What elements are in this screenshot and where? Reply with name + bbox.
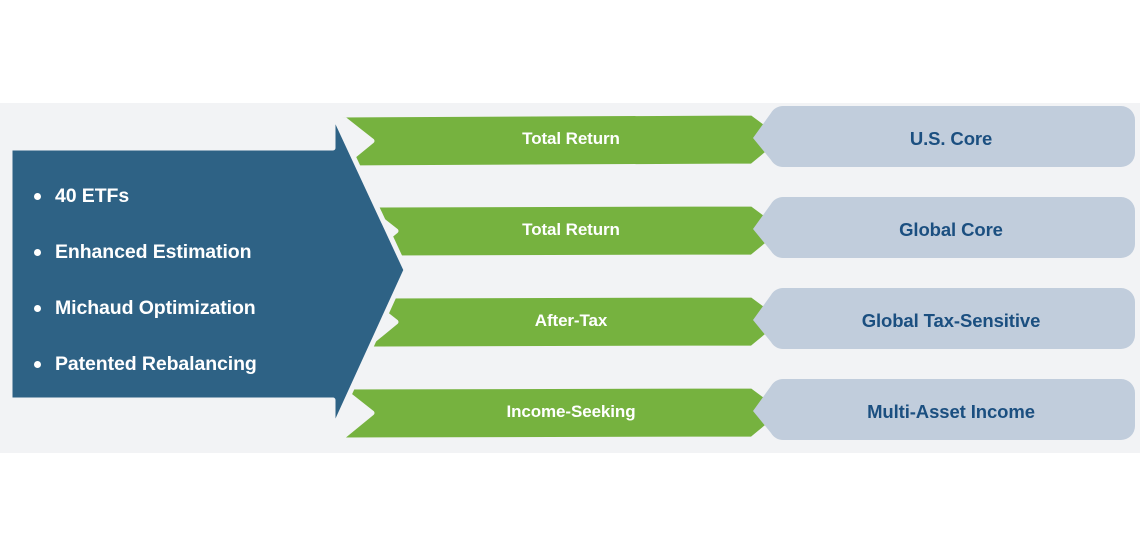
bullet-dot-icon <box>34 248 41 256</box>
strategy-box-2[interactable] <box>753 197 1135 258</box>
bullet-label-4: Patented Rebalancing <box>55 352 257 375</box>
bullet-dot-icon <box>34 192 41 200</box>
list-item: Enhanced Estimation <box>34 224 314 280</box>
objective-chevron-1[interactable] <box>336 110 789 171</box>
strategy-box-1[interactable] <box>753 106 1135 167</box>
bullet-label-1: 40 ETFs <box>55 184 130 207</box>
objective-chevron-3[interactable] <box>360 292 789 352</box>
bullet-dot-icon <box>34 360 41 368</box>
strategy-box-4[interactable] <box>753 379 1135 440</box>
objective-chevron-4[interactable] <box>336 383 789 443</box>
bullet-label-2: Enhanced Estimation <box>55 240 252 263</box>
capabilities-arrow-shape[interactable] <box>7 110 409 433</box>
objective-chevron-group <box>336 110 789 443</box>
strategy-box-group <box>753 106 1135 440</box>
capabilities-bullet-list: 40 ETFs Enhanced Estimation Michaud Opti… <box>34 168 314 392</box>
bullet-label-3: Michaud Optimization <box>55 296 256 319</box>
bullet-dot-icon <box>34 304 41 312</box>
strategy-box-3[interactable] <box>753 288 1135 349</box>
list-item: Michaud Optimization <box>34 280 314 336</box>
list-item: 40 ETFs <box>34 168 314 224</box>
objective-chevron-2[interactable] <box>360 201 789 261</box>
list-item: Patented Rebalancing <box>34 336 314 392</box>
